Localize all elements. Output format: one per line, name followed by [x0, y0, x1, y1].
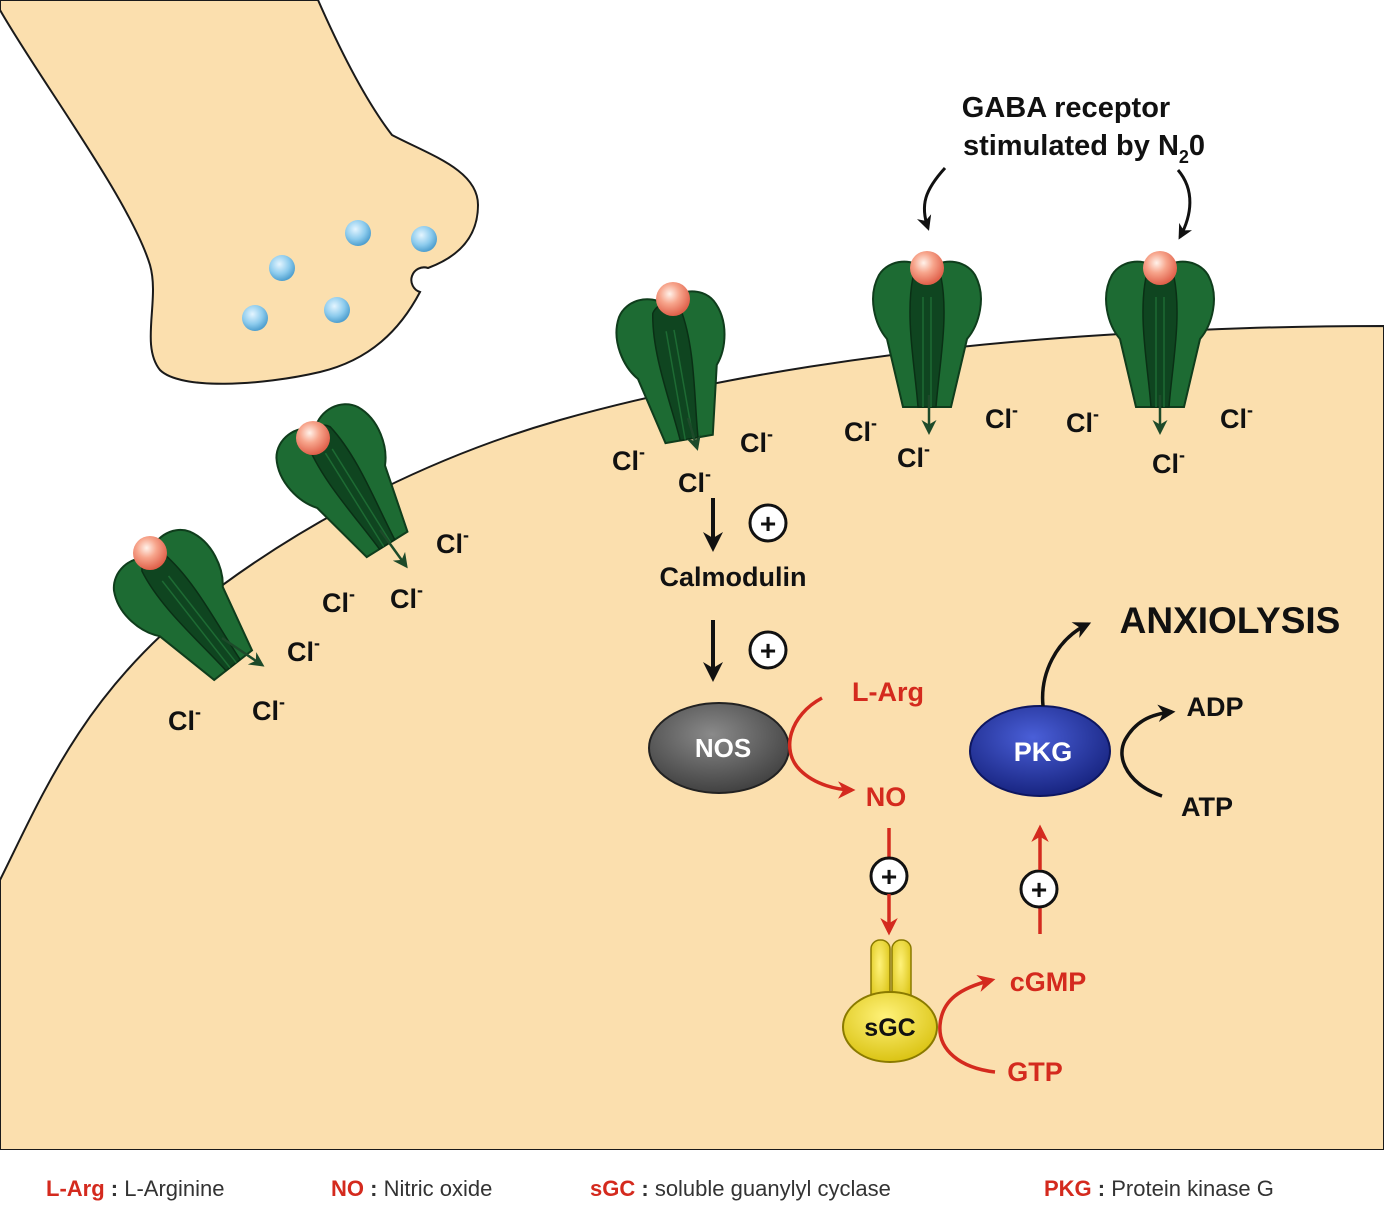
gaba-signaling-diagram: GABA receptor stimulated by N20 Cl- Cl- … — [0, 0, 1384, 1150]
svg-text:+: + — [760, 635, 776, 666]
sgc-enzyme — [842, 939, 938, 1063]
ligand-ball — [133, 536, 167, 570]
anxiolysis-label: ANXIOLYSIS — [1120, 600, 1341, 641]
chloride-label: Cl- — [1152, 445, 1185, 479]
chloride-labels: Cl- Cl- Cl- Cl- Cl- Cl- Cl- Cl- Cl- Cl- … — [168, 400, 1253, 736]
chloride-arrow — [686, 417, 701, 451]
calmodulin-label: Calmodulin — [660, 562, 807, 592]
atp-label: ATP — [1181, 792, 1233, 822]
svg-text:+: + — [1031, 874, 1047, 905]
adp-label: ADP — [1186, 692, 1243, 722]
chloride-label: Cl- — [1220, 400, 1253, 434]
legend: L-Arg : L-Arginine NO : Nitric oxide sGC… — [0, 1176, 1384, 1212]
chloride-label: Cl- — [1066, 404, 1099, 438]
gaba-label-arrow-right — [1176, 169, 1193, 240]
chloride-label: Cl- — [287, 633, 320, 667]
chloride-label: Cl- — [612, 442, 645, 476]
chloride-label: Cl- — [985, 400, 1018, 434]
gtp-label: GTP — [1007, 1057, 1063, 1087]
atp-to-adp-arrow — [1120, 704, 1176, 798]
anxiolysis-arrow — [1040, 622, 1092, 707]
chloride-label: Cl- — [897, 439, 930, 473]
vesicle — [242, 305, 268, 331]
chloride-label: Cl- — [844, 413, 877, 447]
plus-sign: + — [748, 630, 788, 670]
chloride-arrow — [378, 529, 408, 569]
chloride-arrow — [221, 636, 265, 667]
pkg-label: PKG — [1014, 737, 1073, 767]
ligand-ball — [656, 282, 690, 316]
chloride-label: Cl- — [322, 584, 355, 618]
legend-item-sgc: sGC : soluble guanylyl cyclase — [590, 1176, 891, 1201]
gaba-label-arrow-left — [916, 166, 947, 231]
svg-text:+: + — [760, 508, 776, 539]
chloride-label: Cl- — [740, 424, 773, 458]
gtp-to-cgmp-arrow — [938, 974, 996, 1074]
plus-sign: + — [869, 856, 909, 896]
presynaptic-terminal — [0, 0, 480, 385]
neurotransmitter-vesicles — [242, 220, 437, 331]
plus-sign: + — [1019, 869, 1059, 909]
plus-sign: + — [748, 503, 788, 543]
gaba-receptor-label-line2: stimulated by N20 — [963, 130, 1205, 167]
pkg-enzyme — [969, 705, 1111, 797]
legend-item-pkg: PKG : Protein kinase G — [1044, 1176, 1274, 1201]
larg-label: L-Arg — [852, 677, 924, 707]
gaba-receptor-label-line1: GABA receptor — [962, 92, 1170, 124]
nos-label: NOS — [695, 733, 751, 763]
vesicle — [411, 226, 437, 252]
ligand-ball — [296, 421, 330, 455]
vesicle — [269, 255, 295, 281]
sgc-label: sGC — [864, 1014, 915, 1042]
svg-text:+: + — [881, 861, 897, 892]
vesicle — [345, 220, 371, 246]
ligand-ball — [910, 251, 944, 285]
larg-to-no-arrow — [787, 696, 856, 799]
chloride-label: Cl- — [678, 464, 711, 498]
ligand-ball — [1143, 251, 1177, 285]
chloride-label: Cl- — [390, 580, 423, 614]
chloride-label: Cl- — [252, 692, 285, 726]
legend-item-no: NO : Nitric oxide — [331, 1176, 493, 1201]
legend-item-larg: L-Arg : L-Arginine — [46, 1176, 225, 1201]
vesicle — [324, 297, 350, 323]
cgmp-label: cGMP — [1010, 967, 1087, 997]
no-label: NO — [866, 782, 907, 812]
chloride-label: Cl- — [168, 702, 201, 736]
chloride-label: Cl- — [436, 525, 469, 559]
